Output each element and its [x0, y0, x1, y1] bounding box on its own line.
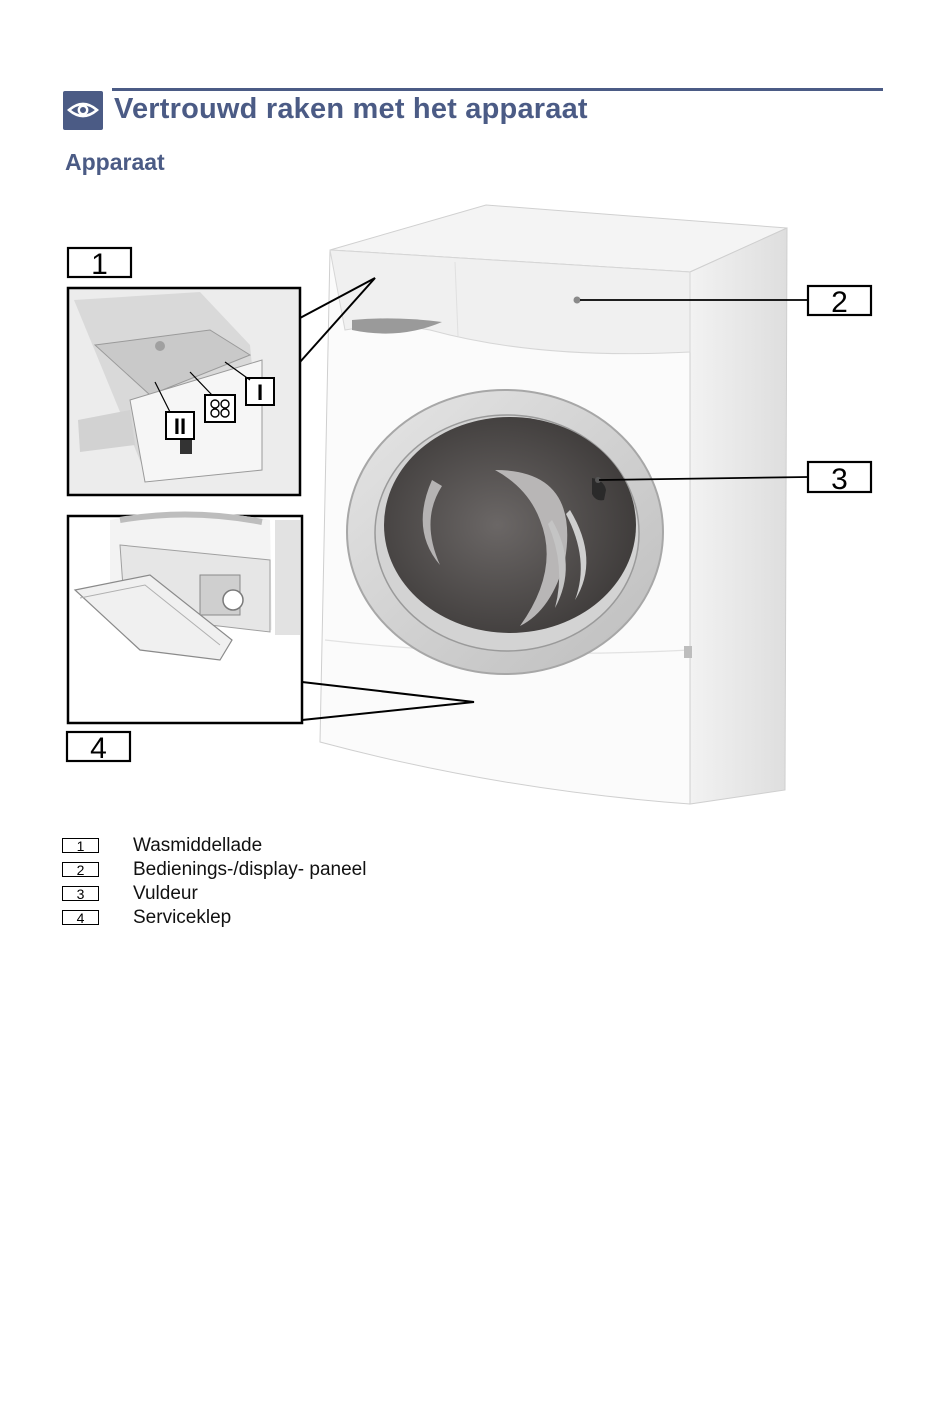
- svg-text:1: 1: [91, 248, 108, 281]
- legend-number: 2: [62, 862, 99, 877]
- service-flap-inset: [68, 513, 302, 724]
- legend-number: 4: [62, 910, 99, 925]
- legend-number: 1: [62, 838, 99, 853]
- legend-number: 3: [62, 886, 99, 901]
- svg-text:2: 2: [831, 286, 848, 319]
- legend-label: Vuldeur: [133, 883, 198, 905]
- svg-text:4: 4: [90, 732, 107, 765]
- callout-1: 1: [68, 248, 131, 281]
- drawer-inset: II I: [68, 288, 300, 495]
- legend-label: Bedienings-/display- paneel: [133, 859, 366, 881]
- callout-3: 3: [808, 462, 871, 496]
- legend-label: Serviceklep: [133, 907, 231, 929]
- drawer-label-i: I: [257, 380, 263, 405]
- panel-marker: [574, 297, 581, 304]
- callout-2: 2: [808, 286, 871, 319]
- drawer-label-ii: II: [174, 414, 186, 439]
- svg-text:3: 3: [831, 463, 848, 496]
- callout-4: 4: [67, 732, 130, 765]
- door: [347, 390, 663, 674]
- legend-label: Wasmiddellade: [133, 835, 262, 857]
- washing-machine-figure: II I 1 2: [0, 0, 950, 830]
